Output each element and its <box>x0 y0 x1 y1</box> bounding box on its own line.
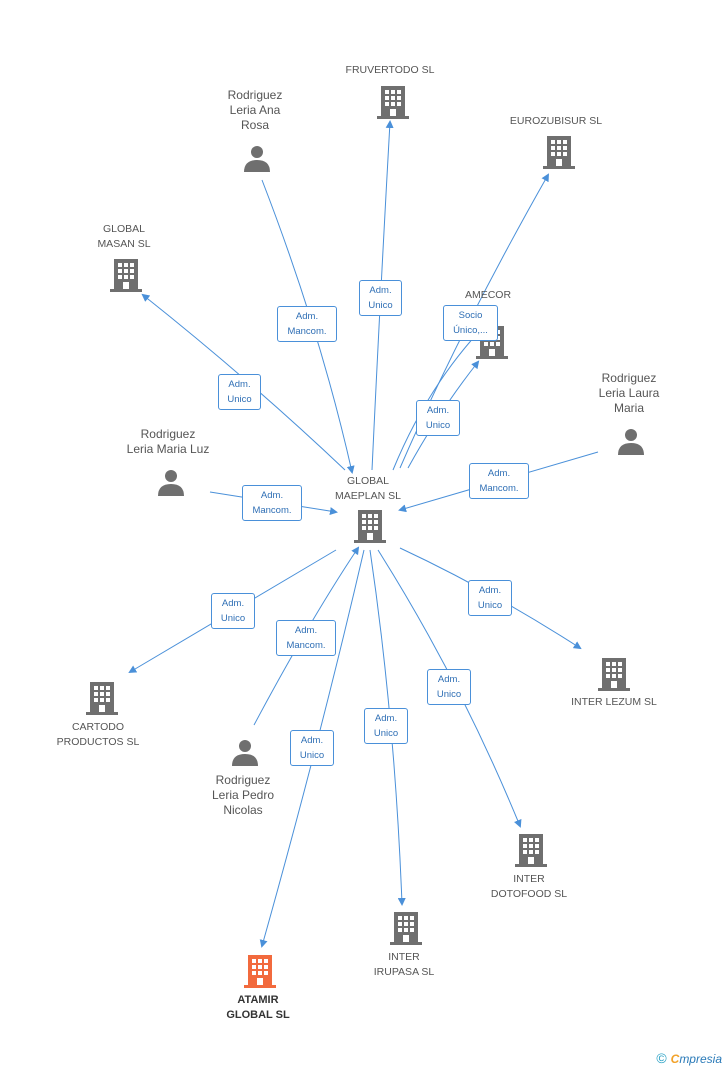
brand-initial: C <box>670 1052 680 1066</box>
company-label-inter-irupasa[interactable]: INTER IRUPASA SL <box>373 951 435 978</box>
company-label-cartodo[interactable]: CARTODO PRODUCTOS SL <box>56 721 140 748</box>
relation-label[interactable]: Adm. Mancom. <box>277 306 337 342</box>
building-icon <box>598 656 630 697</box>
building-icon <box>543 134 575 175</box>
relation-label[interactable]: Socio Único,... <box>443 305 498 341</box>
relation-label[interactable]: Adm. Unico <box>416 400 460 436</box>
relation-label[interactable]: Adm. Unico <box>427 669 471 705</box>
center-company-label: GLOBAL MAEPLAN SL <box>335 475 401 502</box>
company-label-inter-dotofood[interactable]: INTER DOTOFOOD SL <box>490 873 568 900</box>
person-label-laura-maria[interactable]: Rodriguez Leria Laura Maria <box>598 371 660 415</box>
relation-label[interactable]: Adm. Mancom. <box>242 485 302 521</box>
relation-label[interactable]: Adm. Mancom. <box>469 463 529 499</box>
relation-label[interactable]: Adm. Unico <box>218 374 261 410</box>
person-icon <box>243 144 271 177</box>
relation-label[interactable]: Adm. Unico <box>364 708 408 744</box>
relation-label[interactable]: Adm. Unico <box>359 280 402 316</box>
person-label-ana-rosa[interactable]: Rodriguez Leria Ana Rosa <box>227 88 283 132</box>
person-label-maria-luz[interactable]: Rodriguez Leria Maria Luz <box>126 427 210 456</box>
building-icon <box>390 910 422 951</box>
company-label-atamir[interactable]: ATAMIR GLOBAL SL <box>226 994 290 1021</box>
person-icon <box>157 468 185 501</box>
relation-label[interactable]: Adm. Mancom. <box>276 620 336 656</box>
brand-name: mpresia <box>679 1052 722 1066</box>
person-label-pedro-nicolas[interactable]: Rodriguez Leria Pedro Nicolas <box>211 773 275 817</box>
company-label-global-masan[interactable]: GLOBAL MASAN SL <box>97 223 151 250</box>
brand-watermark[interactable]: ©Cmpresia <box>656 1050 722 1066</box>
building-icon-highlight <box>244 953 276 994</box>
company-label-eurozubisur[interactable]: EUROZUBISUR SL <box>509 115 603 127</box>
building-icon <box>86 680 118 721</box>
relation-label[interactable]: Adm. Unico <box>468 580 512 616</box>
building-icon <box>110 257 142 298</box>
building-icon <box>377 84 409 125</box>
building-icon <box>354 508 386 549</box>
relation-label[interactable]: Adm. Unico <box>290 730 334 766</box>
copyright-symbol: © <box>656 1050 667 1066</box>
company-label-inter-lezum[interactable]: INTER LEZUM SL <box>571 696 657 708</box>
building-icon <box>515 832 547 873</box>
person-icon <box>617 427 645 460</box>
relation-label[interactable]: Adm. Unico <box>211 593 255 629</box>
company-label-fruvertodo[interactable]: FRUVERTODO SL <box>345 64 435 76</box>
person-icon <box>231 738 259 771</box>
